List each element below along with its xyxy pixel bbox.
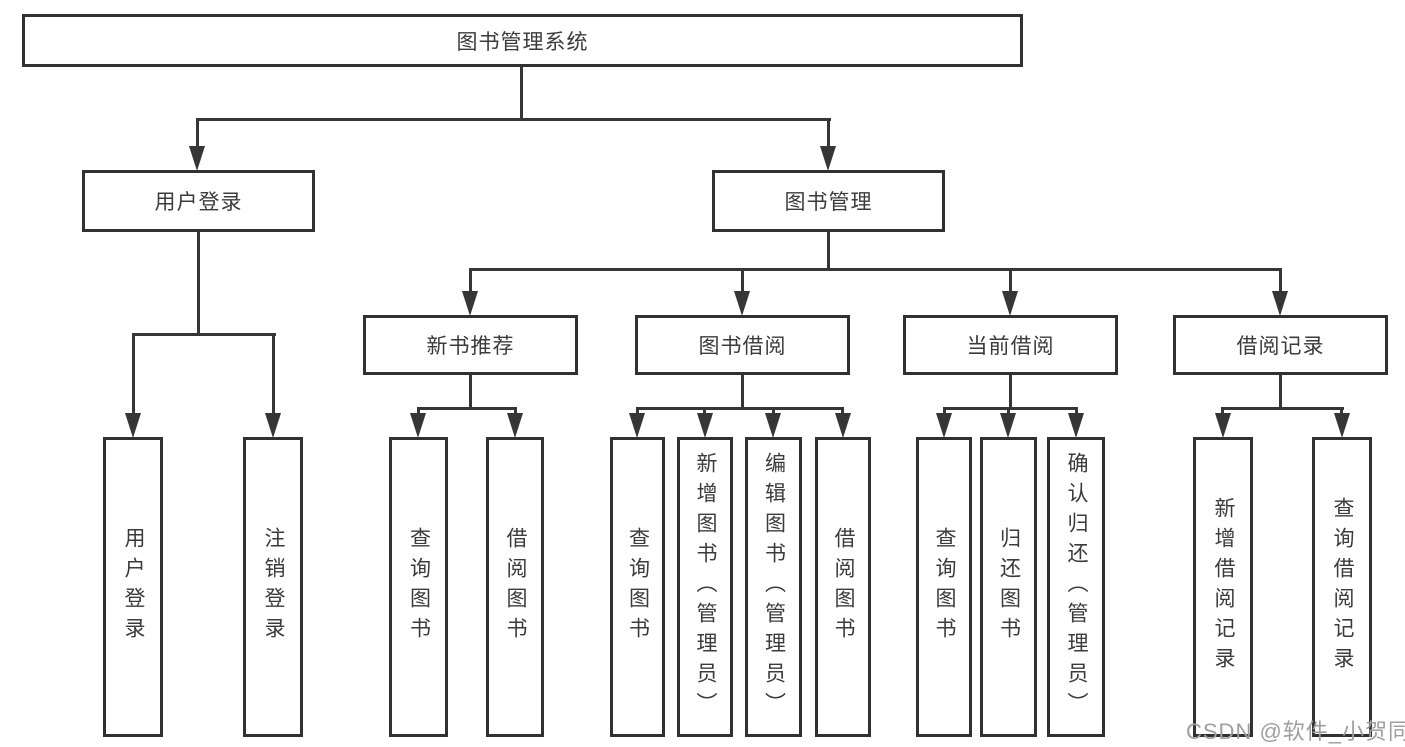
watermark: CSDN @软件_小贺同学 [1186, 719, 1405, 744]
leaf-borrow-edit-books-admin-label: 编辑图书（管理员） [762, 452, 786, 722]
connector-drop-cb-return [1007, 407, 1010, 416]
leaf-current-return-books-label: 归还图书 [997, 527, 1021, 647]
leaf-records-query-record: 查询借阅记录 [1312, 437, 1372, 737]
connector-drop-br-query [1340, 407, 1343, 416]
connector-drop-nb-borrow [514, 407, 517, 416]
leaf-records-add-record-label: 新增借阅记录 [1212, 497, 1235, 677]
leaf-newbook-borrow-books-label: 借阅图书 [504, 527, 527, 647]
leaf-current-query-books-label: 查询图书 [933, 527, 956, 647]
connector-userlogin-stem [197, 232, 200, 336]
connector-bookmgmt-hbar [469, 268, 1282, 271]
node-borrow-records: 借阅记录 [1173, 315, 1388, 375]
leaf-current-confirm-return-admin-label: 确认归还（管理员） [1065, 452, 1088, 722]
arrowhead-cb-return [1000, 413, 1016, 438]
connector-root-stem [520, 66, 523, 120]
node-user-login-label: 用户登录 [154, 191, 243, 214]
connector-drop-leaf-logout [272, 333, 275, 415]
leaf-borrow-query-books-label: 查询图书 [626, 527, 650, 647]
leaf-logout: 注销登录 [243, 437, 303, 737]
connector-drop-cb-query [943, 407, 946, 416]
arrowhead-new-book-rec [462, 291, 478, 316]
arrowhead-leaf-logout [265, 413, 281, 438]
node-book-management-label: 图书管理 [784, 191, 873, 214]
connector-drop-book-mgmt [827, 118, 830, 150]
connector-newbookrec-hbar [417, 407, 517, 410]
arrowhead-br-query [1334, 413, 1350, 438]
leaf-current-return-books: 归还图书 [980, 437, 1037, 737]
arrowhead-bb-borrow [835, 413, 851, 438]
leaf-logout-label: 注销登录 [262, 527, 285, 647]
arrowhead-borrow-records [1272, 291, 1288, 316]
node-book-borrowing-label: 图书借阅 [698, 335, 787, 358]
connector-drop-leaf-userlogin [132, 333, 135, 415]
arrowhead-nb-borrow [507, 413, 523, 438]
arrowhead-cb-confirm [1068, 413, 1084, 438]
arrowhead-cb-query [936, 413, 952, 438]
node-new-book-recommend-label: 新书推荐 [426, 335, 515, 358]
arrowhead-nb-query [410, 413, 426, 438]
arrowhead-bb-edit [765, 413, 781, 438]
leaf-newbook-query-books-label: 查询图书 [407, 527, 431, 647]
leaf-newbook-query-books: 查询图书 [389, 437, 448, 737]
connector-root-hbar [196, 118, 831, 121]
connector-bookborrow-stem [741, 375, 744, 410]
leaf-user-login: 用户登录 [103, 437, 163, 737]
connector-drop-book-borrow [741, 268, 744, 294]
arrowhead-book-borrow [734, 291, 750, 316]
leaf-user-login-label: 用户登录 [122, 527, 145, 647]
connector-drop-bb-edit [772, 407, 775, 416]
connector-currentborrow-hbar [943, 407, 1078, 410]
node-book-borrowing: 图书借阅 [635, 315, 850, 375]
leaf-borrow-borrow-books: 借阅图书 [815, 437, 871, 737]
connector-drop-nb-query [417, 407, 420, 416]
connector-borrowrecords-hbar [1221, 407, 1344, 410]
leaf-current-confirm-return-admin: 确认归还（管理员） [1047, 437, 1105, 737]
leaf-borrow-borrow-books-label: 借阅图书 [832, 527, 855, 647]
connector-drop-bb-borrow [841, 407, 844, 416]
leaf-borrow-edit-books-admin: 编辑图书（管理员） [745, 437, 802, 737]
node-borrow-records-label: 借阅记录 [1236, 335, 1325, 358]
node-new-book-recommend: 新书推荐 [363, 315, 578, 375]
node-book-management: 图书管理 [712, 170, 945, 232]
leaf-current-query-books: 查询图书 [916, 437, 972, 737]
connector-drop-new-book-rec [469, 268, 472, 294]
connector-bookmgmt-stem [827, 232, 830, 271]
connector-userlogin-hbar [132, 333, 276, 336]
arrowhead-user-login [189, 146, 205, 171]
connector-drop-bb-add [703, 407, 706, 416]
node-current-borrowing: 当前借阅 [903, 315, 1118, 375]
arrowhead-leaf-userlogin [125, 413, 141, 438]
node-current-borrowing-label: 当前借阅 [966, 335, 1055, 358]
leaf-borrow-add-books-admin-label: 新增图书（管理员） [694, 452, 717, 722]
connector-drop-bb-query [636, 407, 639, 416]
arrowhead-bb-query [629, 413, 645, 438]
arrowhead-current-borrow [1002, 291, 1018, 316]
connector-drop-user-login [196, 118, 199, 150]
arrowhead-br-add [1215, 413, 1231, 438]
connector-borrowrecords-stem [1279, 375, 1282, 410]
leaf-newbook-borrow-books: 借阅图书 [486, 437, 544, 737]
connector-drop-cb-confirm [1075, 407, 1078, 416]
connector-newbookrec-stem [469, 375, 472, 410]
leaf-records-query-record-label: 查询借阅记录 [1331, 497, 1354, 677]
node-root-label: 图书管理系统 [456, 30, 589, 54]
leaf-records-add-record: 新增借阅记录 [1193, 437, 1253, 737]
node-root: 图书管理系统 [22, 14, 1023, 67]
connector-currentborrow-stem [1009, 375, 1012, 410]
leaf-borrow-add-books-admin: 新增图书（管理员） [677, 437, 733, 737]
node-user-login: 用户登录 [82, 170, 315, 232]
connector-drop-borrow-records [1279, 268, 1282, 294]
arrowhead-book-mgmt [820, 146, 836, 171]
connector-drop-br-add [1221, 407, 1224, 416]
leaf-borrow-query-books: 查询图书 [610, 437, 665, 737]
connector-drop-current-borrow [1009, 268, 1012, 294]
connector-bookborrow-hbar [636, 407, 844, 410]
arrowhead-bb-add [697, 413, 713, 438]
